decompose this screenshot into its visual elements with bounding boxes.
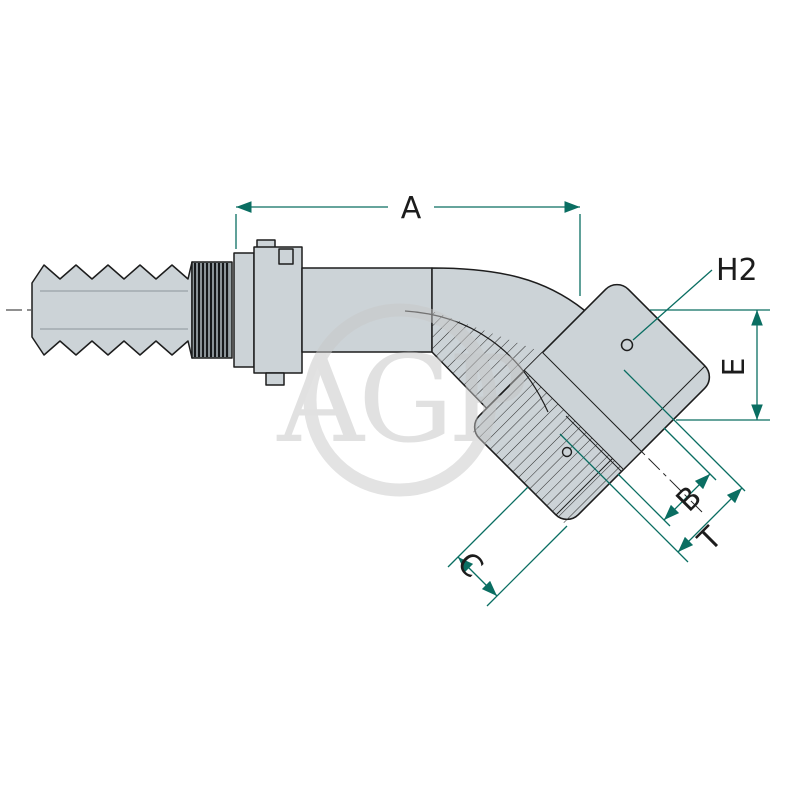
dimensions xyxy=(235,201,770,607)
b-extension-2 xyxy=(617,473,671,527)
h2-leader-dot xyxy=(620,338,634,352)
c-extension-1 xyxy=(447,486,529,568)
thread-section xyxy=(191,261,233,359)
t-dim-line xyxy=(677,487,743,553)
bore-strip xyxy=(524,352,641,469)
collar-top-step xyxy=(278,248,294,265)
dimension-a xyxy=(235,201,581,296)
label-a: A xyxy=(401,191,422,226)
collar-ring-1 xyxy=(233,252,255,368)
label-e: E xyxy=(717,358,752,377)
label-h2: H2 xyxy=(716,253,758,288)
bore-edge-2 xyxy=(524,370,624,470)
h2-leader-line xyxy=(632,269,713,341)
dimension-c xyxy=(447,486,568,607)
label-t: T xyxy=(691,520,730,559)
b-extension-1 xyxy=(663,427,717,481)
seat-cone-line xyxy=(565,415,622,472)
watermark-letters: AGP xyxy=(276,331,525,470)
nut-section-hatch xyxy=(468,352,641,526)
dimension-e xyxy=(650,309,770,421)
dimension-t xyxy=(559,369,746,563)
watermark-ring xyxy=(303,303,497,497)
seat-detail-dot xyxy=(561,446,573,458)
hose-barb-shank xyxy=(31,261,193,359)
collar-assembly xyxy=(233,239,303,386)
bore-edge-1 xyxy=(542,352,642,452)
collar-bottom-nub xyxy=(265,372,285,386)
watermark: AGP xyxy=(276,303,531,497)
c-dim-line xyxy=(457,556,498,597)
c-extension-2 xyxy=(486,525,568,607)
label-c: C xyxy=(450,546,490,586)
t-extension-1 xyxy=(623,369,746,492)
dimension-h2 xyxy=(632,269,713,341)
t-extension-2 xyxy=(559,433,689,563)
